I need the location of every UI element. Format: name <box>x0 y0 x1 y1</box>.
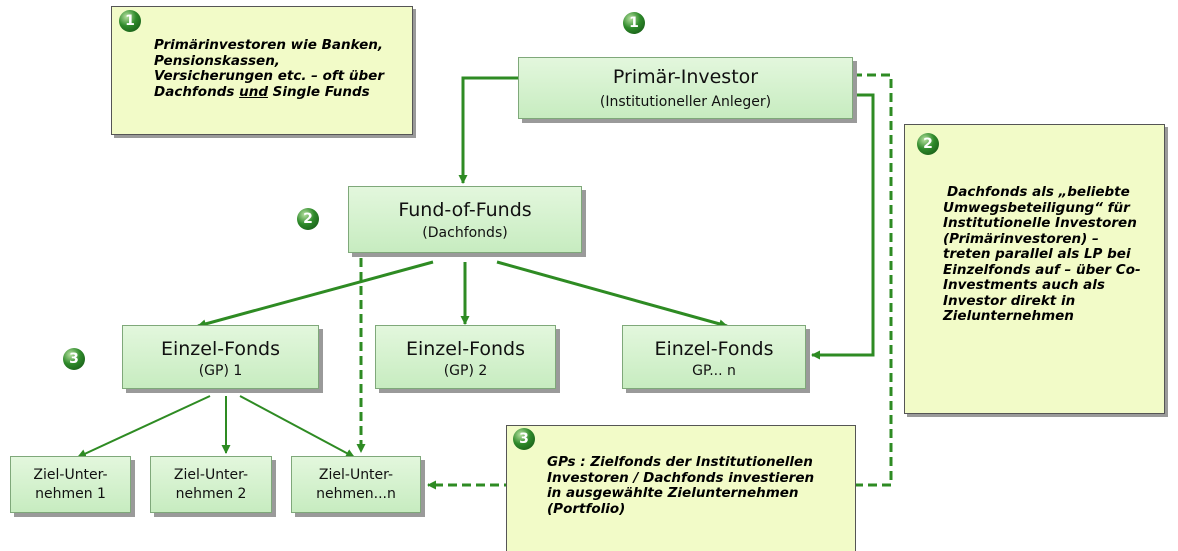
node-target-company-2: Ziel-Unter- nehmen 2 <box>150 456 272 513</box>
note2-line9: Zielunternehmen <box>943 308 1074 324</box>
note3-line3: in ausgewählte Zielunternehmen <box>547 485 799 501</box>
node-single-fund-2-title: Einzel-Fonds <box>405 338 525 360</box>
note-gps: GPs : Zielfonds der Institutionellen Inv… <box>506 425 856 551</box>
node-fund-of-funds: Fund-of-Funds (Dachfonds) <box>348 186 582 253</box>
arrow-fund1-to-target1 <box>77 395 211 458</box>
arrow-primary-to-fof <box>458 76 518 184</box>
note-fund-of-funds: Dachfonds als „beliebte Umwegsbeteiligun… <box>904 124 1165 414</box>
node-single-fund-n: Einzel-Fonds GP... n <box>622 325 806 389</box>
arrow-primary-to-fundn <box>811 93 875 360</box>
node-single-fund-1-subtitle: (GP) 1 <box>198 363 243 379</box>
node-target-company-n: Ziel-Unter- nehmen...n <box>291 456 421 513</box>
step-badge-3: 3 <box>63 348 85 370</box>
note1-line3: Versicherungen etc. – oft über <box>154 68 385 84</box>
note1-line2: Pensionskassen, <box>154 52 280 69</box>
note2-line3: Institutionelle Investoren <box>943 215 1137 231</box>
node-single-fund-n-subtitle: GP... n <box>692 363 736 379</box>
arrow-primary-to-targetn-dashed <box>427 73 893 490</box>
step-badge-1: 1 <box>623 12 645 34</box>
node-single-fund-1-title: Einzel-Fonds <box>160 338 280 360</box>
node-primary-investor-title: Primär-Investor <box>612 66 759 88</box>
step-badge-2-note: 2 <box>917 133 939 155</box>
note1-line4a: Dachfonds <box>154 83 240 100</box>
note2-line7: Investments auch als <box>943 277 1105 293</box>
note1-line1: Primärinvestoren wie Banken, <box>154 37 384 53</box>
note3-line4: (Portfolio) <box>547 500 626 517</box>
arrow-fof-to-fund1 <box>197 260 434 329</box>
note1-line4c: Single Funds <box>267 83 370 100</box>
note2-line4: (Primärinvestoren) – <box>943 230 1099 247</box>
node-primary-investor: Primär-Investor (Institutioneller Anlege… <box>518 57 853 119</box>
note2-line2: Umwegsbeteiligung“ für <box>943 199 1130 216</box>
arrow-fof-to-fundn <box>496 260 728 329</box>
node-target-company-2-line1: Ziel-Unter- <box>173 467 249 483</box>
node-target-company-1-line2: nehmen 1 <box>35 486 106 502</box>
step-badge-3-note: 3 <box>513 428 535 450</box>
note2-line6: Einzelfonds auf – über Co- <box>943 261 1141 278</box>
step-badge-2: 2 <box>297 208 319 230</box>
node-single-fund-1: Einzel-Fonds (GP) 1 <box>122 325 319 389</box>
note2-line8: Investor direkt in <box>943 292 1076 309</box>
node-single-fund-2-subtitle: (GP) 2 <box>443 363 488 379</box>
node-target-company-1-line1: Ziel-Unter- <box>33 467 108 483</box>
node-primary-investor-subtitle: (Institutioneller Anleger) <box>599 94 772 110</box>
note-primary-investors: Primärinvestoren wie Banken, Pensionskas… <box>111 6 413 135</box>
note1-line4: Dachfonds und Single Funds <box>154 83 384 101</box>
node-target-company-2-line2: nehmen 2 <box>175 486 247 502</box>
node-target-company-n-line1: Ziel-Unter- <box>318 467 394 483</box>
note1-line4b: und <box>239 83 268 100</box>
note2-line5: treten parallel als LP bei <box>943 246 1131 262</box>
note3-line1: GPs : Zielfonds der Institutionellen <box>547 454 813 470</box>
note2-line1: Dachfonds als „beliebte <box>947 184 1130 200</box>
arrow-fund1-to-targetn <box>239 395 355 458</box>
step-badge-1-note: 1 <box>119 10 141 32</box>
node-single-fund-n-title: Einzel-Fonds <box>654 338 774 360</box>
node-target-company-n-line2: nehmen...n <box>316 486 396 502</box>
note3-line2: Investoren / Dachfonds investieren <box>547 469 815 486</box>
node-fund-of-funds-title: Fund-of-Funds <box>398 199 532 221</box>
node-single-fund-2: Einzel-Fonds (GP) 2 <box>375 325 556 389</box>
node-fund-of-funds-subtitle: (Dachfonds) <box>422 225 508 241</box>
node-target-company-1: Ziel-Unter- nehmen 1 <box>10 456 131 513</box>
